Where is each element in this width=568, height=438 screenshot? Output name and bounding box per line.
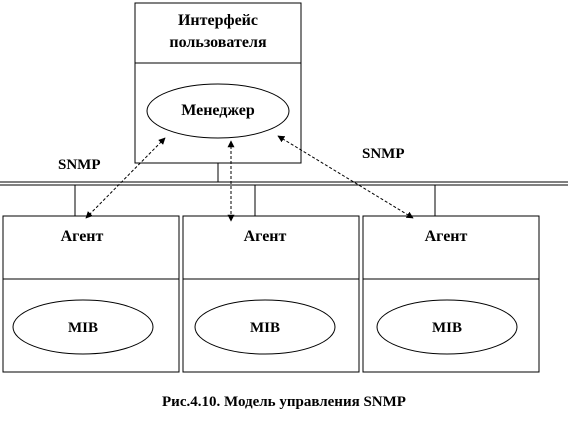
user-interface-title-line2: пользователя: [169, 34, 267, 51]
mib-1-ellipse: [12, 299, 154, 355]
agent-1-title: Агент: [61, 228, 104, 245]
mib-3-label: MIB: [432, 320, 462, 336]
snmp-label-left: SNMP: [58, 157, 101, 173]
agent-2-frame: [182, 215, 360, 373]
agent-box-3: Агент MIB: [362, 215, 540, 373]
agent-box-2: Агент MIB: [182, 215, 360, 373]
figure-caption: Рис.4.10. Модель управления SNMP: [162, 394, 406, 410]
manager-ellipse: [146, 83, 290, 139]
bus-connectors: [74, 163, 436, 216]
agent-2-title: Агент: [244, 228, 287, 245]
snmp-message-arrows: [85, 135, 414, 222]
snmp-label-right: SNMP: [362, 146, 405, 162]
user-interface-title-line1: Интерфейс: [178, 12, 258, 29]
mib-2-label: MIB: [250, 320, 280, 336]
mib-2-ellipse: [194, 299, 336, 355]
agent-box-1: Агент MIB: [2, 215, 180, 373]
agent-3-frame: [362, 215, 540, 373]
arrow-manager-agent-3: [277, 135, 414, 219]
agent-3-title: Агент: [425, 228, 468, 245]
mib-3-ellipse: [376, 299, 518, 355]
manager-box: Интерфейс пользователя Менеджер: [134, 2, 302, 164]
network-bus: [0, 181, 568, 186]
mib-1-label: MIB: [68, 320, 98, 336]
manager-label: Менеджер: [181, 102, 255, 119]
arrow-manager-agent-1: [85, 137, 166, 219]
